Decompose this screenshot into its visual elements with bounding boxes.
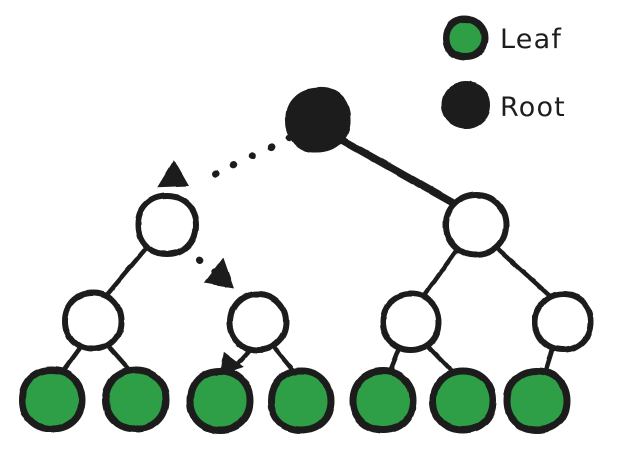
edge-n-lr-to-leaf-4 xyxy=(269,342,298,376)
arrowheads-group xyxy=(157,159,244,376)
legend-root-circle-icon xyxy=(441,81,491,129)
node-internal-left[interactable] xyxy=(134,192,200,258)
node-leaf-5[interactable] xyxy=(349,367,417,434)
node-leaf-4[interactable] xyxy=(267,367,335,434)
dotted-edge-root-to-left-internal xyxy=(202,134,294,182)
arrowhead-to-left-internal xyxy=(157,159,189,188)
node-leaf-1[interactable] xyxy=(18,366,86,433)
edge-n-rl-to-leaf-5 xyxy=(387,344,403,375)
edge-n-r-to-n-rl xyxy=(420,246,460,300)
legend-item-leaf[interactable]: Leaf xyxy=(442,15,562,61)
legend: Leaf Root xyxy=(441,15,566,129)
edge-n-r-to-n-rr xyxy=(493,244,554,300)
node-leaf-2[interactable] xyxy=(102,366,170,433)
edge-n-ll-to-leaf-1 xyxy=(59,343,84,375)
tree-nodes-group xyxy=(18,87,595,434)
edge-n-rl-to-leaf-6 xyxy=(424,342,456,375)
node-internal-lr[interactable] xyxy=(226,290,290,354)
legend-item-root[interactable]: Root xyxy=(441,81,566,129)
legend-label-root: Root xyxy=(500,92,566,123)
node-leaf-3[interactable] xyxy=(186,367,254,434)
tree-edges-group xyxy=(59,135,556,376)
edge-left-internal-to-left-child xyxy=(103,243,151,299)
edge-root-to-right-internal xyxy=(336,135,466,212)
legend-label-leaf: Leaf xyxy=(500,24,562,55)
traversal-path-group xyxy=(180,134,294,282)
legend-leaf-circle-icon xyxy=(442,15,489,61)
node-internal-ll[interactable] xyxy=(61,289,125,353)
arrowhead-to-n-lr xyxy=(203,257,234,288)
node-internal-right[interactable] xyxy=(442,191,510,259)
node-root[interactable] xyxy=(285,87,351,153)
node-internal-rl[interactable] xyxy=(379,290,443,354)
node-leaf-6[interactable] xyxy=(429,367,497,434)
node-leaf-7[interactable] xyxy=(503,367,571,434)
node-internal-rr[interactable] xyxy=(531,290,595,354)
